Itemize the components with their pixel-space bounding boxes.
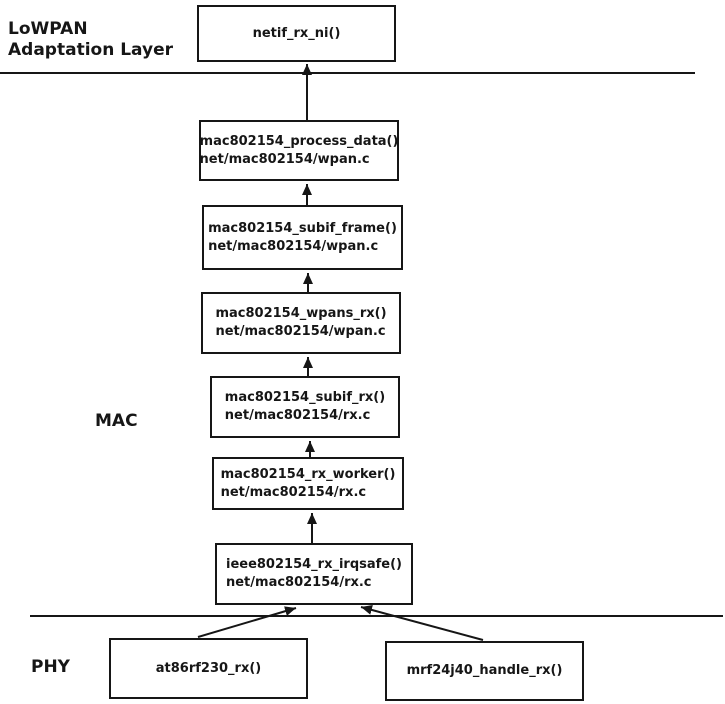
node-func-label: at86rf230_rx() [155, 660, 262, 676]
node-mac802154-rx-worker: mac802154_rx_worker() net/mac802154/rx.c [212, 457, 404, 510]
node-func-label: mac802154_subif_frame() [208, 220, 397, 236]
label-lowpan-adaptation-layer: LoWPAN Adaptation Layer [8, 19, 173, 61]
node-func-label: mac802154_process_data() [199, 133, 399, 149]
node-func-label: netif_rx_ni() [252, 25, 341, 41]
node-file-label: net/mac802154/rx.c [225, 575, 372, 590]
node-file-label: net/mac802154/wpan.c [199, 151, 370, 167]
node-mac802154-wpans-rx: mac802154_wpans_rx() net/mac802154/wpan.… [201, 292, 401, 354]
node-mac802154-subif-rx: mac802154_subif_rx() net/mac802154/rx.c [210, 376, 400, 438]
node-file-label: net/mac802154/wpan.c [208, 238, 379, 254]
node-file-label: net/mac802154/rx.c [220, 484, 367, 500]
node-func-label: mac802154_wpans_rx() [215, 306, 387, 321]
node-func-label: mrf24j40_handle_rx() [406, 663, 563, 678]
node-func-label: mac802154_rx_worker() [220, 466, 396, 482]
label-mac: MAC [95, 411, 138, 431]
node-mrf24j40-handle-rx: mrf24j40_handle_rx() [385, 641, 584, 701]
label-phy: PHY [31, 657, 70, 677]
label-lowpan-line2: Adaptation Layer [8, 40, 173, 60]
node-mac802154-process-data: mac802154_process_data() net/mac802154/w… [199, 120, 399, 181]
node-mac802154-subif-frame: mac802154_subif_frame() net/mac802154/wp… [202, 205, 403, 270]
node-file-label: net/mac802154/wpan.c [215, 324, 386, 339]
label-lowpan-line1: LoWPAN [8, 19, 88, 39]
node-at86rf230-rx: at86rf230_rx() [109, 638, 308, 699]
node-ieee802154-rx-irqsafe: ieee802154_rx_irqsafe() net/mac802154/rx… [215, 543, 413, 605]
node-func-label: ieee802154_rx_irqsafe() [225, 557, 402, 572]
flow-arrow-mrf24j40-to-irqsafe [360, 605, 484, 641]
flow-arrow-at86rf230-to-irqsafe [197, 606, 297, 638]
node-netif-rx-ni: netif_rx_ni() [197, 5, 396, 62]
node-func-label: mac802154_subif_rx() [224, 390, 386, 405]
node-file-label: net/mac802154/rx.c [224, 408, 371, 423]
